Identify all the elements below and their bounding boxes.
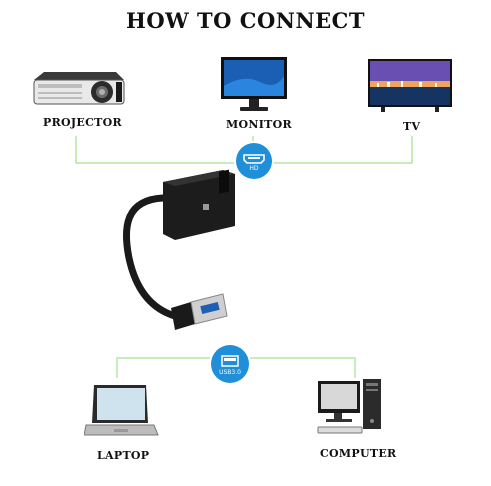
tv-label: TV: [403, 120, 421, 133]
laptop-label: LAPTOP: [97, 449, 150, 462]
usb-hdmi-adapter-icon: [123, 169, 235, 330]
monitor-label: MONITOR: [226, 118, 292, 131]
diagram-title: HOW TO CONNECT: [125, 8, 365, 33]
hdmi-badge: HD: [236, 143, 272, 179]
monitor-icon: [221, 57, 287, 111]
hdmi-badge-text: HD: [249, 165, 259, 172]
tv-icon: [368, 59, 452, 112]
laptop-icon: [84, 385, 159, 436]
usb-port-icon: [221, 355, 239, 367]
projector-icon: [33, 72, 125, 105]
hdmi-port-icon: [243, 154, 265, 164]
computer-label: COMPUTER: [320, 447, 397, 460]
usb-badge-text: USB3.0: [219, 369, 241, 376]
computer-icon: [317, 379, 381, 434]
projector-label: PROJECTOR: [43, 116, 122, 129]
usb-badge: USB3.0: [211, 345, 249, 383]
